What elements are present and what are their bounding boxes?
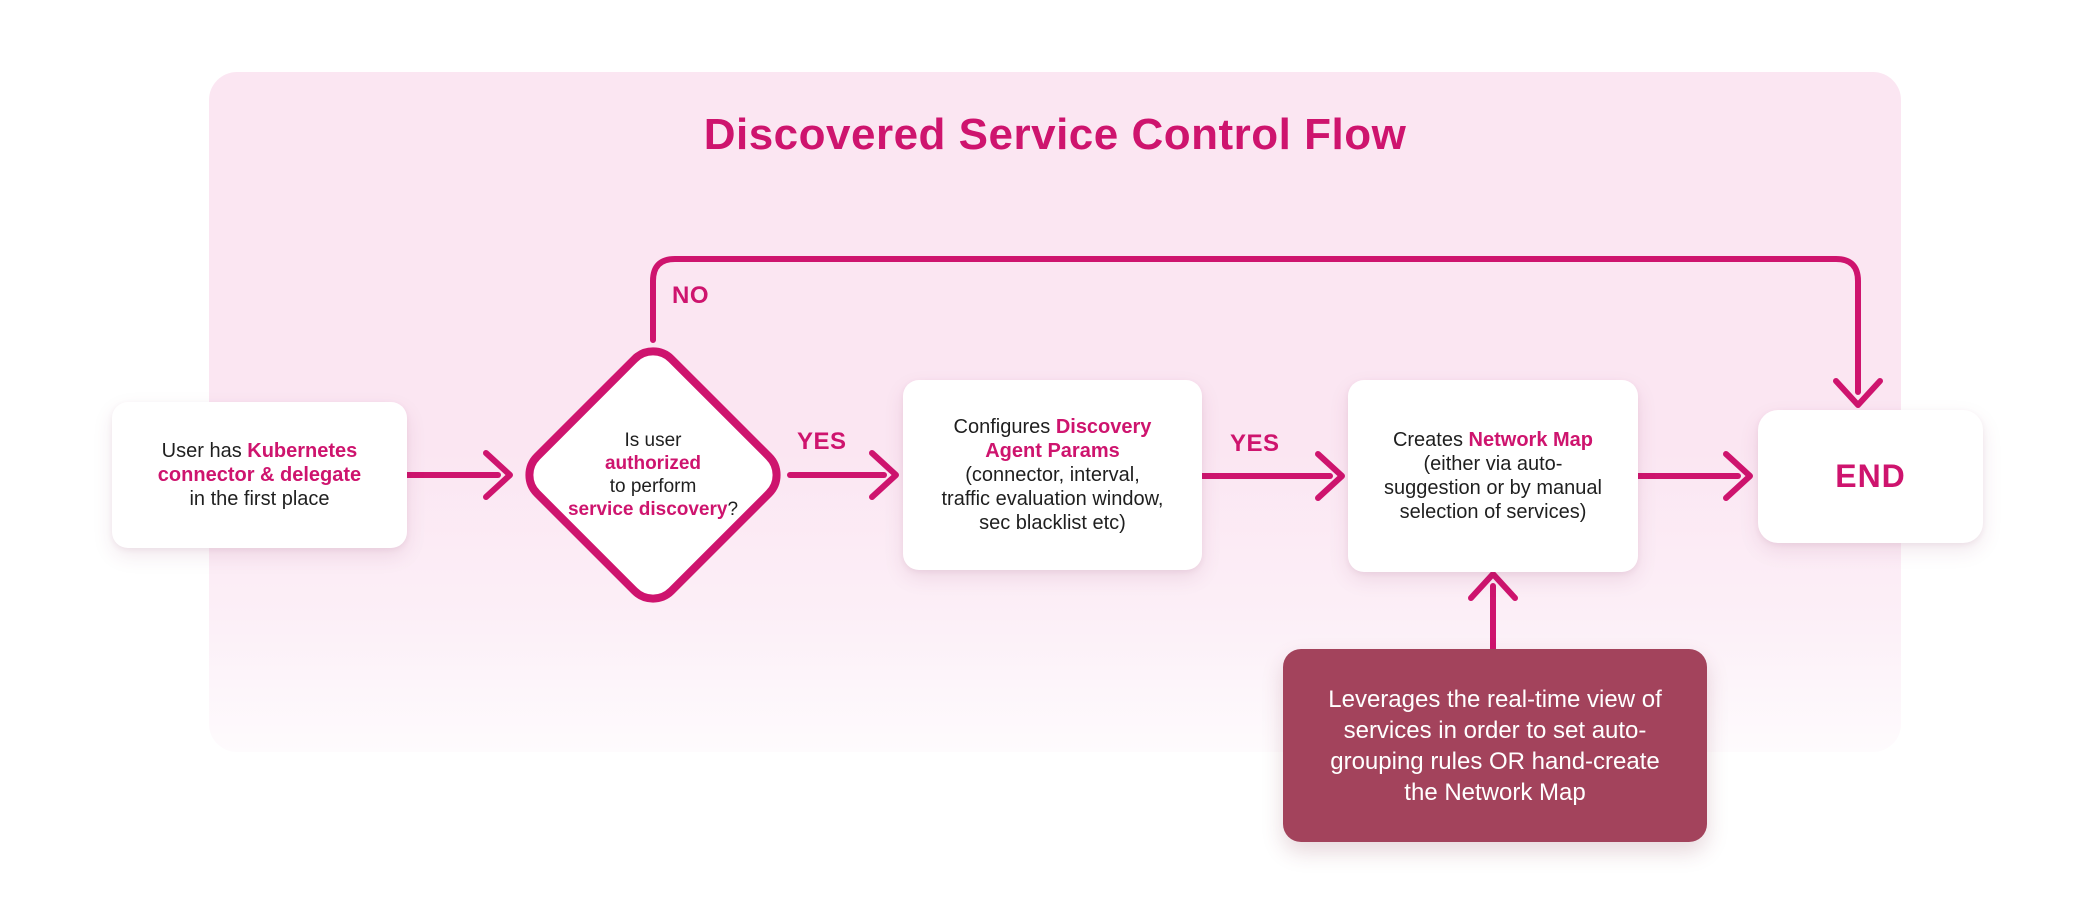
arrow-decision-to-configure-head <box>869 450 899 500</box>
node-decision: Is user authorized to perform service di… <box>548 400 758 550</box>
label-no: NO <box>672 282 709 309</box>
node-create-text: Creates Network Map (either via auto- su… <box>1384 429 1602 523</box>
note-callout-text: Leverages the real-time view of services… <box>1328 685 1662 806</box>
node-end-label: END <box>1835 458 1906 494</box>
arrow-create-to-end-head <box>1723 451 1753 501</box>
node-end: END <box>1758 410 1983 543</box>
arrow-start-to-decision-head <box>483 450 513 500</box>
diagram-title: Discovered Service Control Flow <box>703 110 1407 159</box>
node-decision-text: Is user authorized to perform service di… <box>567 430 739 520</box>
node-create: Creates Network Map (either via auto- su… <box>1348 380 1638 572</box>
label-yes-decision: YES <box>797 428 847 455</box>
node-configure: Configures Discovery Agent Params (conne… <box>903 380 1202 570</box>
arrow-no-to-end-head <box>1833 378 1883 408</box>
arrow-note-to-create-head <box>1468 571 1518 601</box>
node-start: User has Kubernetes connector & delegate… <box>112 402 407 548</box>
node-configure-text: Configures Discovery Agent Params (conne… <box>941 416 1164 534</box>
label-yes-configure: YES <box>1230 430 1280 457</box>
note-callout: Leverages the real-time view of services… <box>1283 649 1707 842</box>
arrow-no-to-end-line <box>650 256 1861 395</box>
arrow-configure-to-create-head <box>1315 451 1345 501</box>
node-start-text: User has Kubernetes connector & delegate… <box>157 440 362 510</box>
